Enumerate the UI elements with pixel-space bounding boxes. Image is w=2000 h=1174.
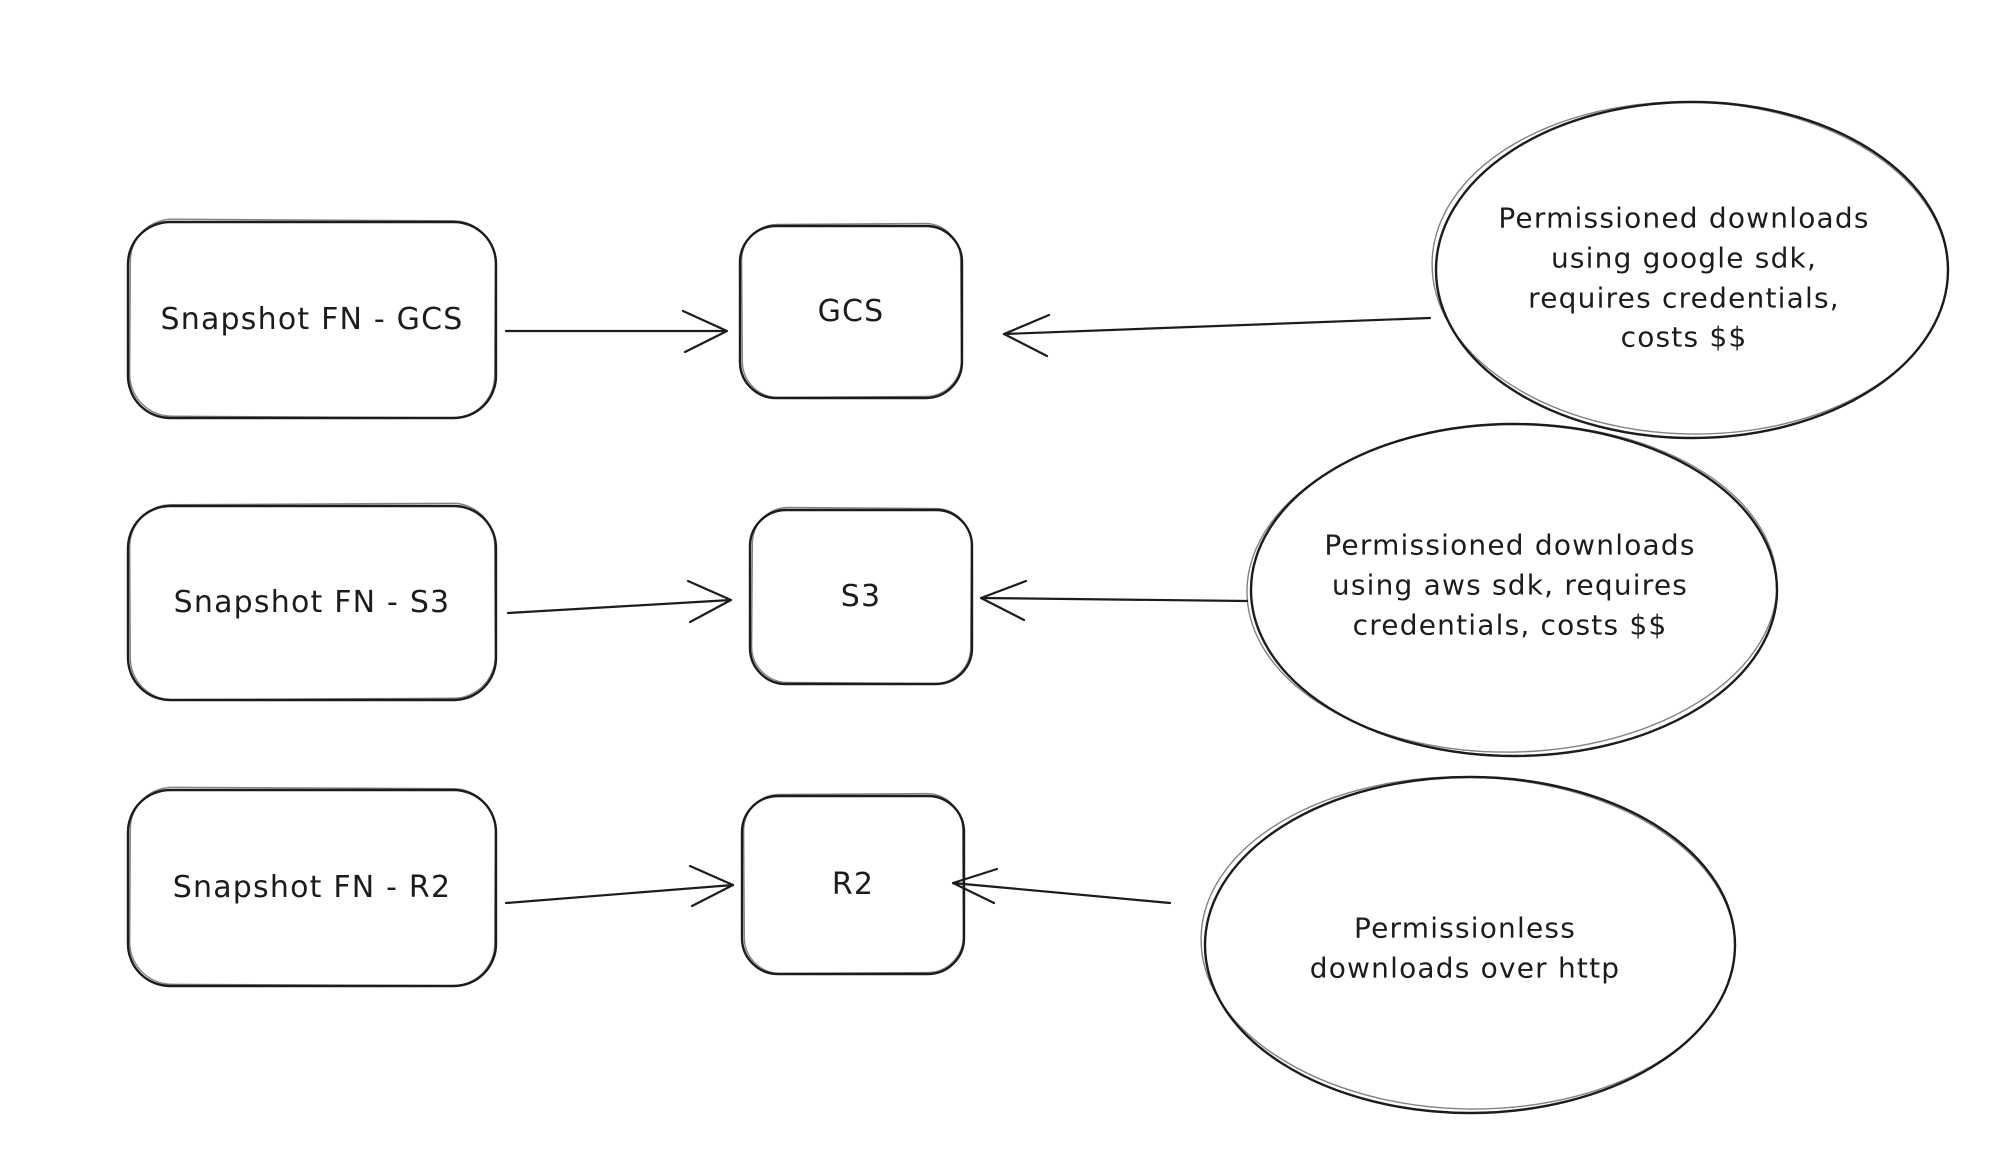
snapshot-fn-s3-box-shape xyxy=(126,504,498,702)
arrow-note-s3-to-s3 xyxy=(979,579,1249,622)
arrow-snapshot-s3-to-s3 xyxy=(506,579,733,624)
arrow-snapshot-r2-to-r2 xyxy=(504,864,735,908)
s3-box-shape xyxy=(748,508,974,686)
arrow-snapshot-gcs-to-gcs xyxy=(504,309,729,354)
snapshot-fn-gcs-box-sketch-stroke xyxy=(128,218,497,419)
arrow-note-r2-to-r2 xyxy=(951,867,1172,905)
note-s3-ellipse-sketch-stroke xyxy=(1246,423,1778,753)
s3-label: S3 xyxy=(840,579,882,614)
r2-label: R2 xyxy=(831,867,875,902)
note-gcs-label: Permissioned downloads using google sdk,… xyxy=(1498,201,1870,354)
snapshot-fn-r2-label: Snapshot FN - R2 xyxy=(172,870,452,905)
snapshot-fn-gcs-box-shape xyxy=(126,220,498,420)
arrow-note-gcs-to-gcs xyxy=(1002,313,1432,358)
snapshot-fn-r2-box-sketch-stroke xyxy=(129,786,497,987)
gcs-box-shape xyxy=(738,224,964,400)
gcs-label: GCS xyxy=(817,294,885,329)
note-gcs-ellipse-sketch-stroke xyxy=(1431,101,1949,435)
snapshot-fn-r2-box-shape xyxy=(126,788,498,988)
gcs-box-sketch-stroke xyxy=(740,222,963,399)
note-r2-label: Permissionless downloads over http xyxy=(1309,911,1621,984)
snapshot-fn-s3-box-sketch-stroke xyxy=(129,502,496,701)
snapshot-fn-gcs-label: Snapshot FN - GCS xyxy=(160,302,464,337)
s3-box-sketch-stroke xyxy=(750,506,973,685)
note-r2-ellipse-sketch-stroke xyxy=(1200,776,1736,1110)
snapshot-fn-s3-label: Snapshot FN - S3 xyxy=(173,585,451,620)
note-s3-label: Permissioned downloads using aws sdk, re… xyxy=(1324,528,1696,641)
